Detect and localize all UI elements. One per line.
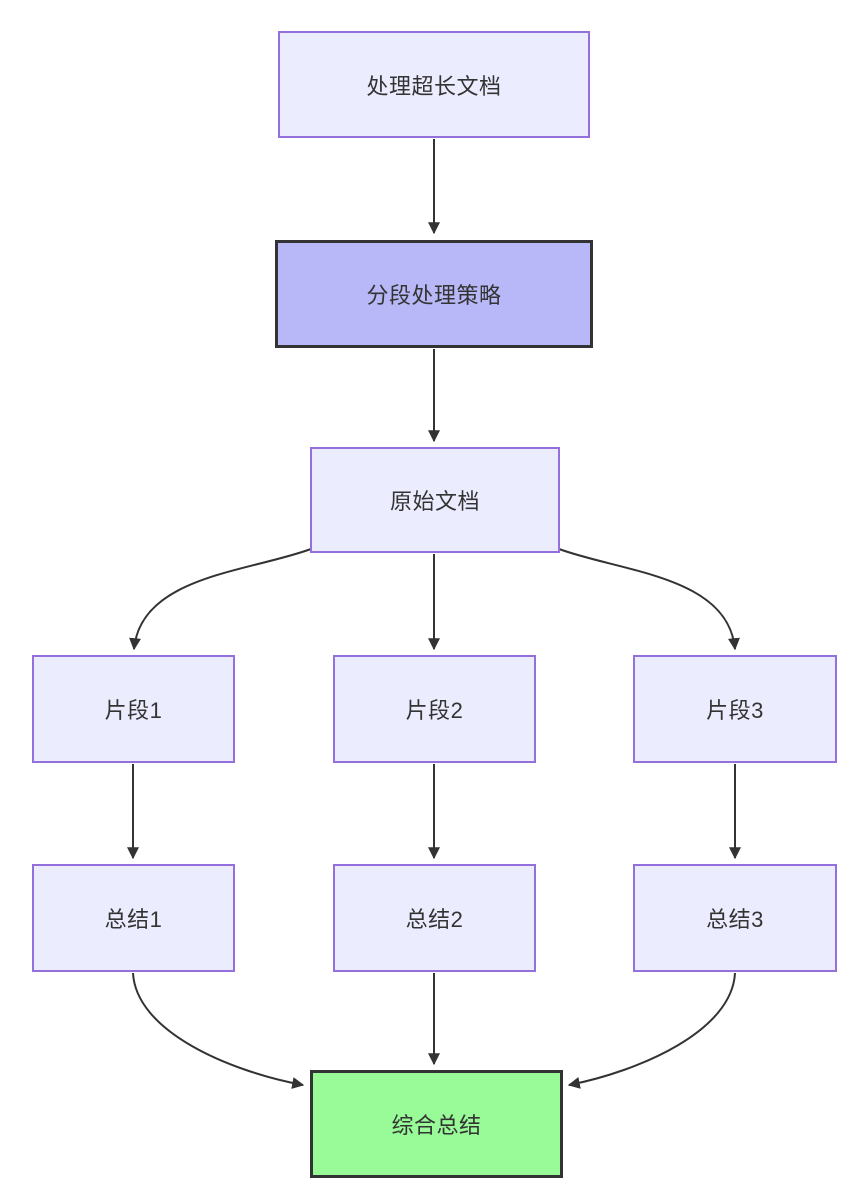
node-label: 原始文档 bbox=[389, 489, 480, 514]
edge-summary3-to-final bbox=[567, 972, 736, 1089]
node-final-summary: 综合总结 bbox=[310, 1070, 563, 1178]
edge-original-to-fragment1 bbox=[129, 548, 312, 651]
node-label: 处理超长文档 bbox=[366, 73, 502, 99]
node-summary-1: 总结1 bbox=[32, 864, 235, 972]
node-label: 片段2 bbox=[405, 698, 464, 723]
node-label: 总结2 bbox=[405, 907, 464, 932]
node-summary-3: 总结3 bbox=[633, 864, 837, 972]
node-segment-strategy: 分段处理策略 bbox=[275, 240, 593, 348]
node-process-long-doc: 处理超长文档 bbox=[278, 31, 590, 138]
node-summary-2: 总结2 bbox=[333, 864, 536, 972]
node-label: 片段3 bbox=[706, 698, 764, 723]
node-fragment-3: 片段3 bbox=[633, 655, 837, 763]
node-fragment-1: 片段1 bbox=[32, 655, 235, 763]
node-label: 分段处理策略 bbox=[366, 283, 502, 308]
node-label: 总结1 bbox=[104, 907, 163, 932]
node-label: 总结3 bbox=[706, 907, 764, 932]
edge-original-to-fragment3 bbox=[558, 548, 740, 651]
node-label: 片段1 bbox=[104, 698, 163, 723]
edge-summary1-to-final bbox=[132, 972, 305, 1089]
node-label: 综合总结 bbox=[391, 1113, 482, 1138]
node-fragment-2: 片段2 bbox=[333, 655, 536, 763]
node-original-doc: 原始文档 bbox=[310, 447, 560, 553]
